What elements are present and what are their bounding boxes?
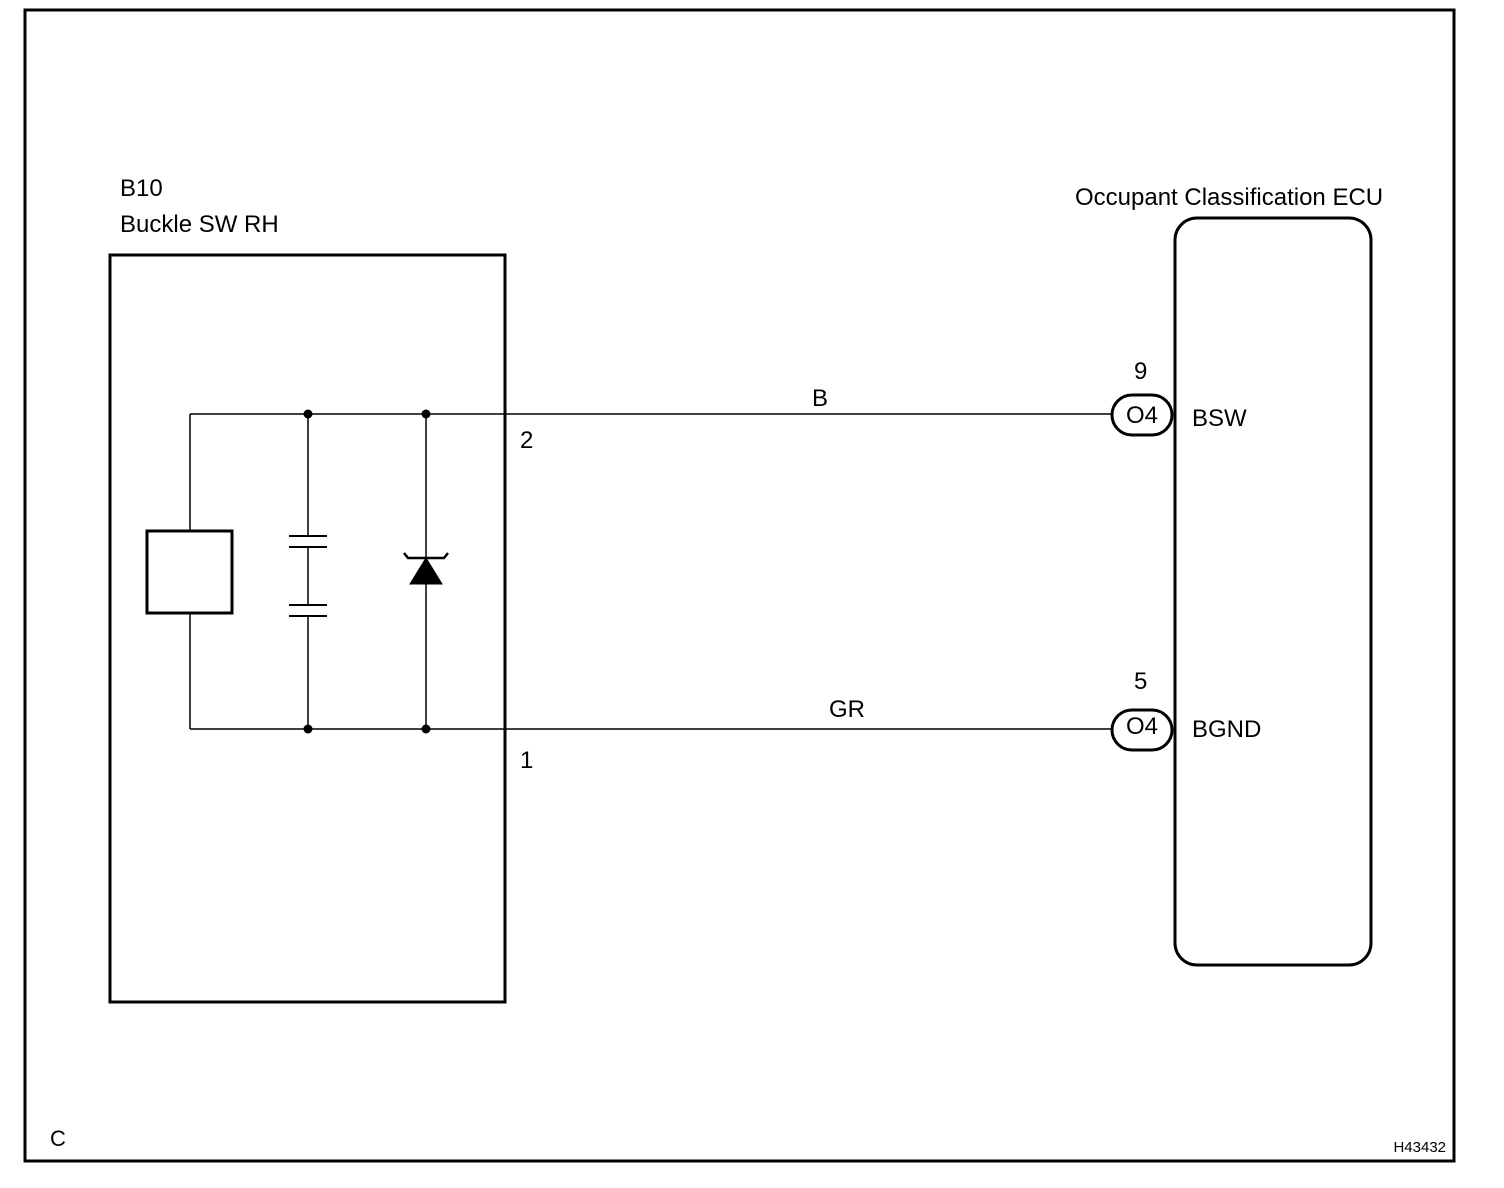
- connector-top: [1110, 393, 1174, 437]
- junction-dot: [303, 724, 313, 734]
- switch-pin-bottom: 1: [520, 747, 533, 774]
- connector-code-bottom: O4: [1126, 713, 1158, 740]
- wire-color-top: B: [812, 385, 828, 412]
- ecu-box: [1173, 216, 1373, 967]
- switch-internal-circuit: [145, 413, 1112, 730]
- connector-code-top: O4: [1126, 402, 1158, 429]
- ecu-pin-top: 9: [1134, 358, 1147, 385]
- junction-dot: [421, 409, 431, 419]
- junction-dot: [421, 724, 431, 734]
- figure-id-label: H43432: [1393, 1139, 1446, 1156]
- ecu-terminal-top: BSW: [1192, 405, 1247, 432]
- sensor-element: [145, 529, 234, 615]
- junction-dot: [303, 409, 313, 419]
- switch-name-label: Buckle SW RH: [120, 211, 279, 238]
- ecu-terminal-bottom: BGND: [1192, 716, 1261, 743]
- wire-color-bottom: GR: [829, 696, 865, 723]
- connector-bottom: [1110, 708, 1174, 752]
- buckle-switch-box: [108, 253, 507, 1004]
- switch-pin-top: 2: [520, 427, 533, 454]
- zener-diode-icon: [409, 557, 443, 585]
- ecu-name-label: Occupant Classification ECU: [1075, 184, 1383, 211]
- diagram-frame: [23, 8, 1456, 1163]
- zener-diode-bar: [403, 552, 449, 560]
- corner-letter-label: C: [50, 1126, 66, 1151]
- switch-code-label: B10: [120, 175, 163, 202]
- ecu-pin-bottom: 5: [1134, 668, 1147, 695]
